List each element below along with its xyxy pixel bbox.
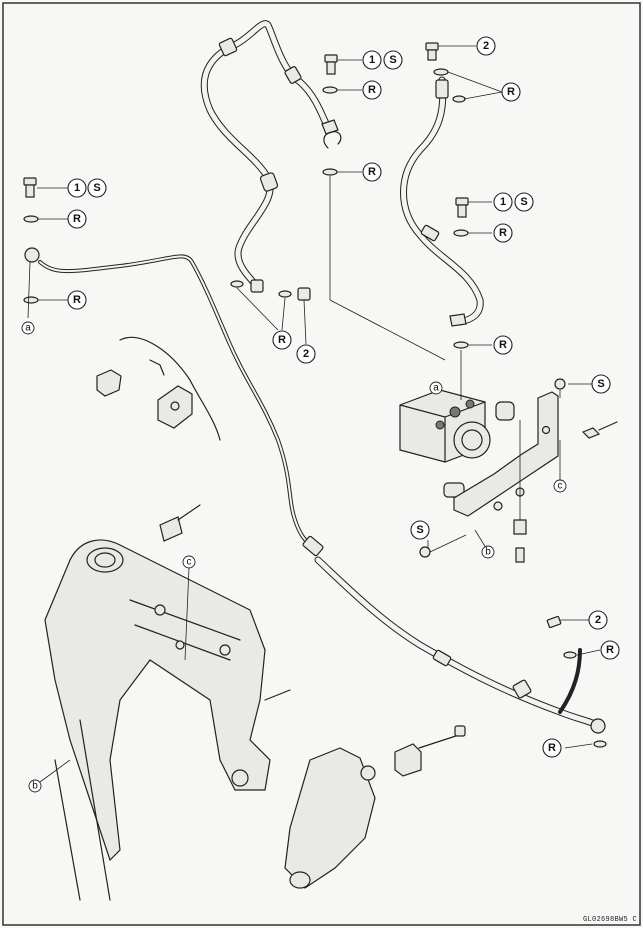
lower-hose <box>302 535 606 734</box>
callout-1-s-left: 1 S <box>67 178 107 198</box>
svg-text:S: S <box>416 524 423 536</box>
callout-r-mid: R <box>272 330 292 350</box>
callout-r-lower-1: R <box>600 640 620 660</box>
leader-lines <box>27 45 601 783</box>
svg-text:R: R <box>278 334 286 346</box>
ref-a-abs: a <box>429 381 443 395</box>
svg-text:b: b <box>32 781 38 792</box>
svg-text:2: 2 <box>303 348 309 360</box>
svg-text:2: 2 <box>483 40 489 52</box>
callout-2-lower: 2 <box>588 610 608 630</box>
callout-s-lower: S <box>410 520 430 540</box>
svg-text:a: a <box>25 323 31 334</box>
callout-r-top-1: R <box>362 80 382 100</box>
svg-text:b: b <box>485 547 491 558</box>
svg-text:R: R <box>499 339 507 351</box>
callout-2-mid: 2 <box>296 344 316 364</box>
abs-bracket <box>453 391 618 535</box>
svg-text:R: R <box>507 86 515 98</box>
front-upper-hose <box>200 20 342 293</box>
svg-text:R: R <box>499 227 507 239</box>
ref-b-bracket: b <box>481 545 495 559</box>
callout-r-right-2: R <box>493 335 513 355</box>
svg-text:S: S <box>389 54 396 66</box>
svg-text:S: S <box>597 378 604 390</box>
callout-r-right-1: R <box>493 223 513 243</box>
callout-1-s-top: 1 S <box>362 50 403 70</box>
callouts: 1 S R R 1 S R R 2 R 1 S R <box>67 36 620 758</box>
ref-c-bracket: c <box>553 479 567 493</box>
callout-r-top-right: R <box>501 82 521 102</box>
svg-text:S: S <box>93 182 100 194</box>
caliper-assembly <box>284 725 466 889</box>
ref-b-frame: b <box>28 779 42 793</box>
mount-bracket <box>96 336 221 441</box>
brake-pipe <box>24 247 312 547</box>
callout-s-bracket: S <box>591 374 611 394</box>
svg-text:R: R <box>606 644 614 656</box>
svg-text:2: 2 <box>595 614 601 626</box>
callout-2-top: 2 <box>476 36 496 56</box>
ref-a-left: a <box>21 321 35 335</box>
svg-text:R: R <box>548 742 556 754</box>
callout-r-lower-2: R <box>542 738 562 758</box>
svg-text:R: R <box>73 213 81 225</box>
svg-text:S: S <box>520 196 527 208</box>
abs-unit <box>399 389 515 498</box>
reference-marks: a a c b c b <box>21 321 567 793</box>
svg-text:c: c <box>558 481 563 492</box>
svg-text:R: R <box>368 84 376 96</box>
ref-c-frame: c <box>182 555 196 569</box>
svg-text:R: R <box>73 294 81 306</box>
drawing-code: GL02698BW5 C <box>582 916 637 924</box>
svg-text:1: 1 <box>74 182 80 194</box>
svg-text:1: 1 <box>500 196 506 208</box>
front-right-hose <box>400 76 484 327</box>
callout-r-left-1: R <box>67 209 87 229</box>
svg-text:c: c <box>187 557 192 568</box>
callout-r-left-2: R <box>67 290 87 310</box>
callout-r-top-2: R <box>362 162 382 182</box>
svg-text:1: 1 <box>369 54 375 66</box>
frame <box>44 504 291 901</box>
callout-1-s-right: 1 S <box>493 192 534 212</box>
svg-text:a: a <box>433 383 439 394</box>
svg-text:R: R <box>368 166 376 178</box>
